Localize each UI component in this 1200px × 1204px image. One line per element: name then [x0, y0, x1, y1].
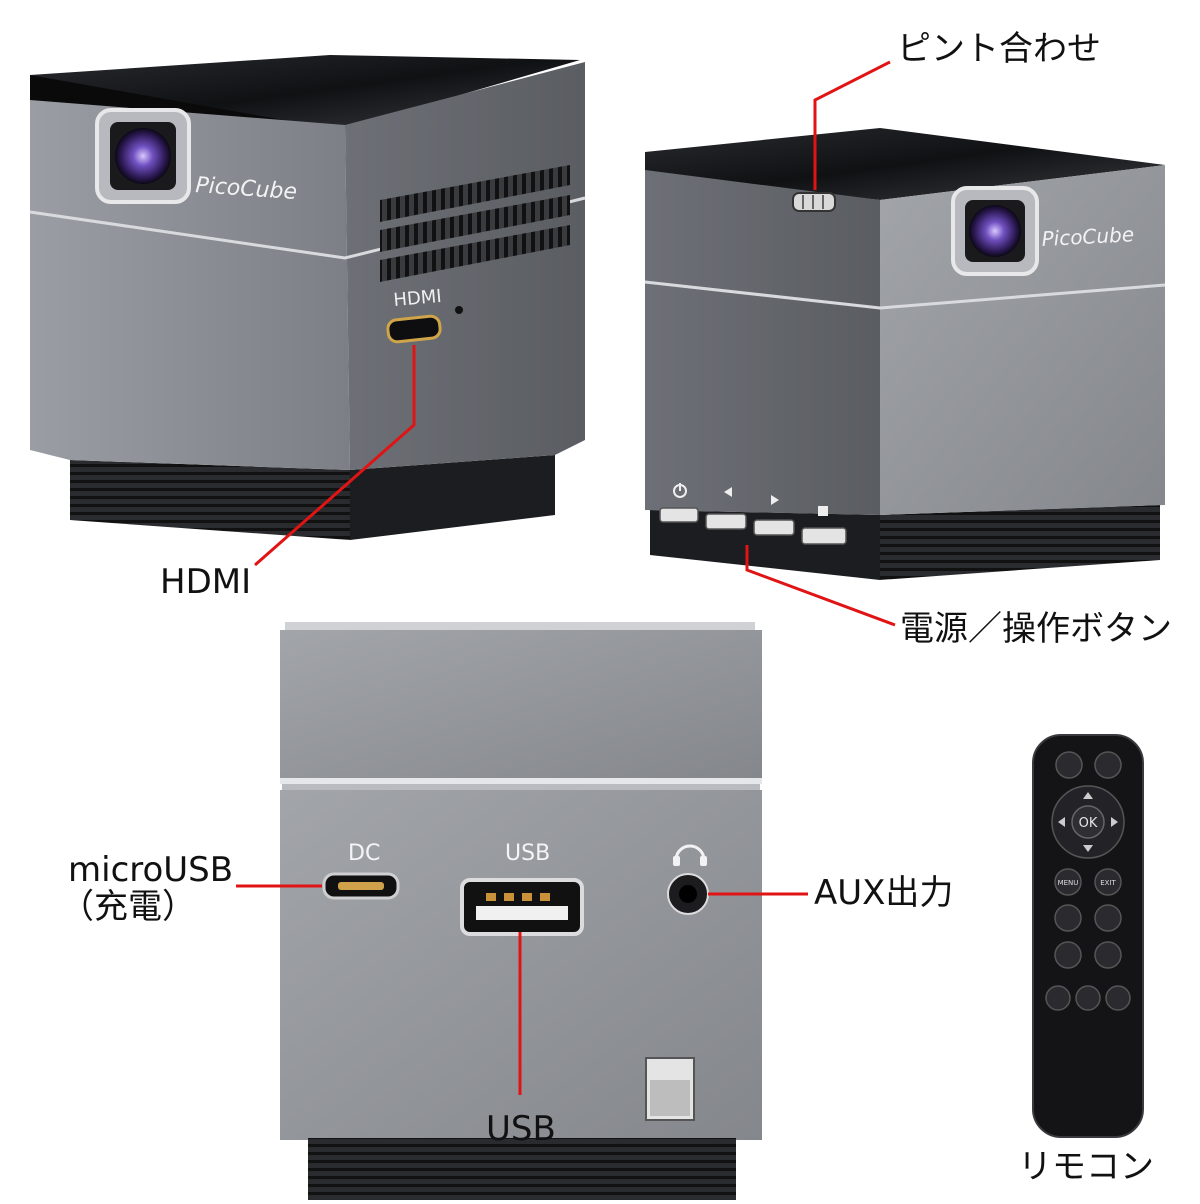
callout-usb: USB — [486, 1109, 556, 1149]
callout-line-buttons — [745, 545, 896, 627]
side-face — [645, 170, 880, 515]
play-pause-icon — [1045, 985, 1071, 1011]
rewind-icon — [1054, 904, 1082, 932]
usb-port-label: USB — [505, 841, 550, 866]
projector-angled-right-view: PicoCube — [644, 128, 1166, 580]
volume-up-icon — [1094, 751, 1122, 779]
callout-line-hdmi — [254, 345, 416, 567]
right-arrow-icon — [771, 495, 779, 505]
side-vents — [380, 165, 570, 282]
callout-microusb: microUSB — [68, 850, 234, 890]
mute-icon — [1105, 985, 1131, 1011]
callout-power-buttons: 電源／操作ボタン — [900, 609, 1172, 649]
bottom-vent — [70, 460, 350, 540]
callout-lines — [236, 60, 896, 1095]
stop-button — [801, 527, 847, 545]
callout-hdmi: HDMI — [160, 562, 252, 602]
brand-logo: PicoCube — [1041, 222, 1135, 251]
stop-icon — [818, 506, 828, 516]
hdmi-port-label: HDMI — [393, 286, 443, 311]
left-arrow-icon — [724, 487, 732, 497]
previous-track-icon — [1054, 941, 1082, 969]
lens — [951, 186, 1039, 276]
lens — [95, 108, 191, 204]
volume-down-icon — [1055, 751, 1083, 779]
fast-forward-icon — [1094, 904, 1122, 932]
menu-button — [1054, 868, 1082, 896]
next-button — [753, 519, 795, 536]
headphone-icon — [673, 844, 707, 866]
callout-charging: （充電） — [60, 887, 196, 927]
hdmi-port — [386, 314, 442, 344]
top-glass — [645, 128, 1165, 200]
callout-line-focus — [813, 60, 891, 190]
dc-port-label: DC — [348, 841, 380, 866]
upper-back-face — [280, 630, 762, 778]
callout-aux: AUX出力 — [814, 873, 954, 913]
menu-label: MENU — [1058, 879, 1079, 887]
prev-button — [705, 513, 747, 530]
power-button — [659, 507, 699, 523]
callout-focus: ピント合わせ — [897, 29, 1101, 69]
projector-angled-left-view: PicoCube HDMI — [29, 55, 586, 540]
remote-control: OK MENU EXIT — [1032, 734, 1144, 1138]
bottom-vent — [880, 505, 1160, 580]
next-track-icon — [1094, 941, 1122, 969]
exit-button — [1094, 868, 1122, 896]
ok-label: OK — [1079, 816, 1098, 831]
exit-label: EXIT — [1100, 879, 1116, 887]
control-buttons — [659, 483, 847, 545]
stop-icon — [1075, 985, 1101, 1011]
side-face — [345, 62, 585, 470]
callout-remote: リモコン — [1018, 1147, 1154, 1187]
bottom-vent — [308, 1138, 736, 1200]
